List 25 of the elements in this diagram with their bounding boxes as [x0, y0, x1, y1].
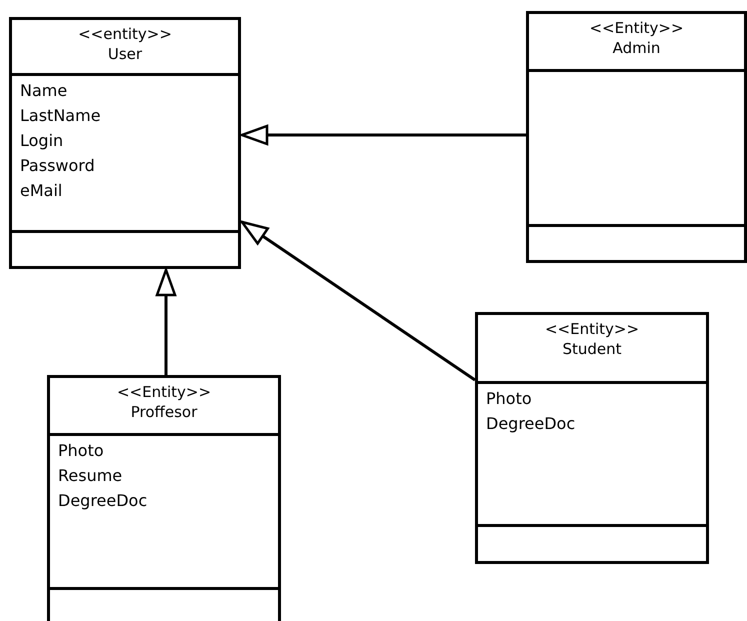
stereotype-label: <<Entity>>: [544, 319, 640, 339]
attribute-label: eMail: [20, 180, 62, 202]
class-box: [9, 17, 241, 269]
generalization-arrow: [240, 124, 526, 146]
class-name: Proffesor: [130, 402, 198, 422]
generalization-arrow: [240, 220, 476, 382]
attribute-label: Login: [20, 130, 64, 152]
attribute-label: Resume: [58, 465, 122, 487]
attribute-label: Photo: [58, 440, 104, 462]
attribute-label: DegreeDoc: [58, 490, 148, 512]
generalization-arrow: [156, 268, 176, 375]
class-box: [47, 375, 281, 621]
attribute-label: Password: [20, 155, 95, 177]
class-name: Admin: [612, 38, 662, 58]
stereotype-label: <<entity>>: [77, 24, 173, 44]
attribute-label: DegreeDoc: [486, 413, 576, 435]
attribute-label: Name: [20, 80, 68, 102]
class-name: Student: [561, 339, 623, 359]
class-box: [526, 11, 747, 263]
attribute-label: LastName: [20, 105, 101, 127]
class-name: User: [106, 44, 144, 64]
attribute-label: Photo: [486, 388, 532, 410]
stereotype-label: <<Entity>>: [588, 18, 685, 38]
class-box: [475, 312, 709, 564]
stereotype-label: <<Entity>>: [116, 382, 212, 402]
